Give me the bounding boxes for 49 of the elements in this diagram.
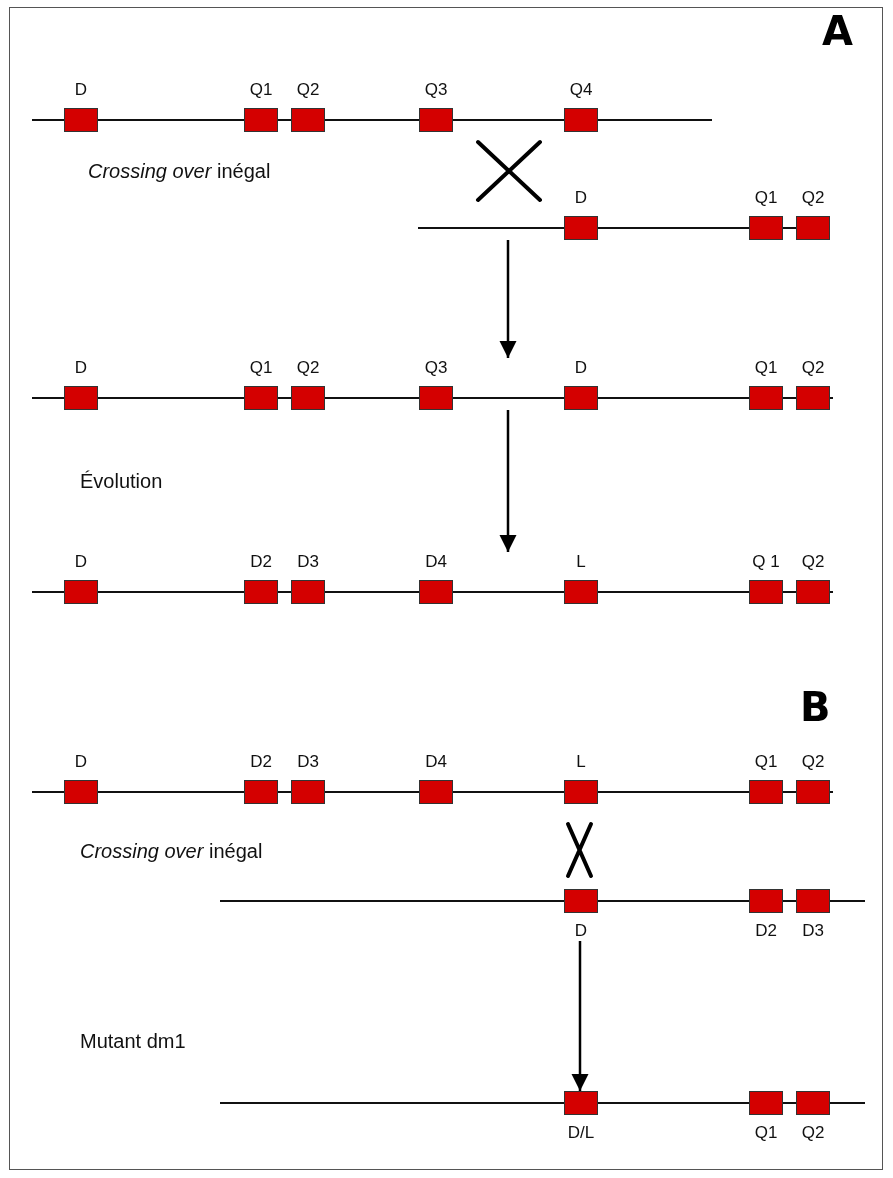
chromosome-line	[32, 552, 833, 604]
gene-label: Q1	[248, 358, 274, 378]
gene-label: D3	[296, 552, 320, 572]
gene-label: D	[73, 752, 89, 772]
arrow	[499, 410, 517, 552]
gene-label: Q2	[800, 1123, 826, 1143]
gene-label: Q3	[423, 358, 449, 378]
gene-label: Q1	[753, 752, 779, 772]
chromosome-line	[32, 752, 833, 804]
gene-label: Q1	[753, 1123, 779, 1143]
gene-label: Q2	[800, 358, 826, 378]
gene-label: D	[573, 358, 589, 378]
process-label: Mutant dm1	[80, 1030, 186, 1053]
gene-label: Q2	[295, 80, 321, 100]
gene-label: Q4	[568, 80, 594, 100]
gene-label: D	[573, 188, 589, 208]
gene-label: Q2	[295, 358, 321, 378]
arrow	[571, 941, 589, 1091]
gene-label: Q2	[800, 752, 826, 772]
gene-label: L	[575, 752, 587, 772]
gene-label: Q1	[753, 188, 779, 208]
gene-label: D4	[424, 552, 448, 572]
gene-label: D/L	[566, 1123, 596, 1143]
gene-label: Q2	[800, 188, 826, 208]
gene-label: Q1	[248, 80, 274, 100]
gene-label: D2	[249, 752, 273, 772]
process-label: Crossing over inégal	[80, 840, 263, 863]
process-label: Crossing over inégal	[88, 160, 271, 183]
chromosome-line	[32, 358, 833, 410]
gene-label: D2	[249, 552, 273, 572]
gene-label: D3	[801, 921, 825, 941]
chromosome-line	[418, 188, 830, 240]
panel-letter: B	[800, 684, 831, 730]
process-label: Évolution	[80, 470, 163, 493]
gene-label: D	[73, 358, 89, 378]
gene-label: Q 1	[751, 552, 781, 572]
gene-label: Q2	[800, 552, 826, 572]
gene-label: D4	[424, 752, 448, 772]
panel-letter: A	[822, 8, 853, 54]
gene-label: Q1	[753, 358, 779, 378]
gene-label: D	[573, 921, 589, 941]
gene-label: D	[73, 552, 89, 572]
chromosome-line	[32, 80, 712, 132]
gene-label: Q3	[423, 80, 449, 100]
gene-label: L	[575, 552, 587, 572]
gene-label: D	[73, 80, 89, 100]
arrow	[499, 240, 517, 358]
gene-label: D3	[296, 752, 320, 772]
gene-label: D2	[754, 921, 778, 941]
